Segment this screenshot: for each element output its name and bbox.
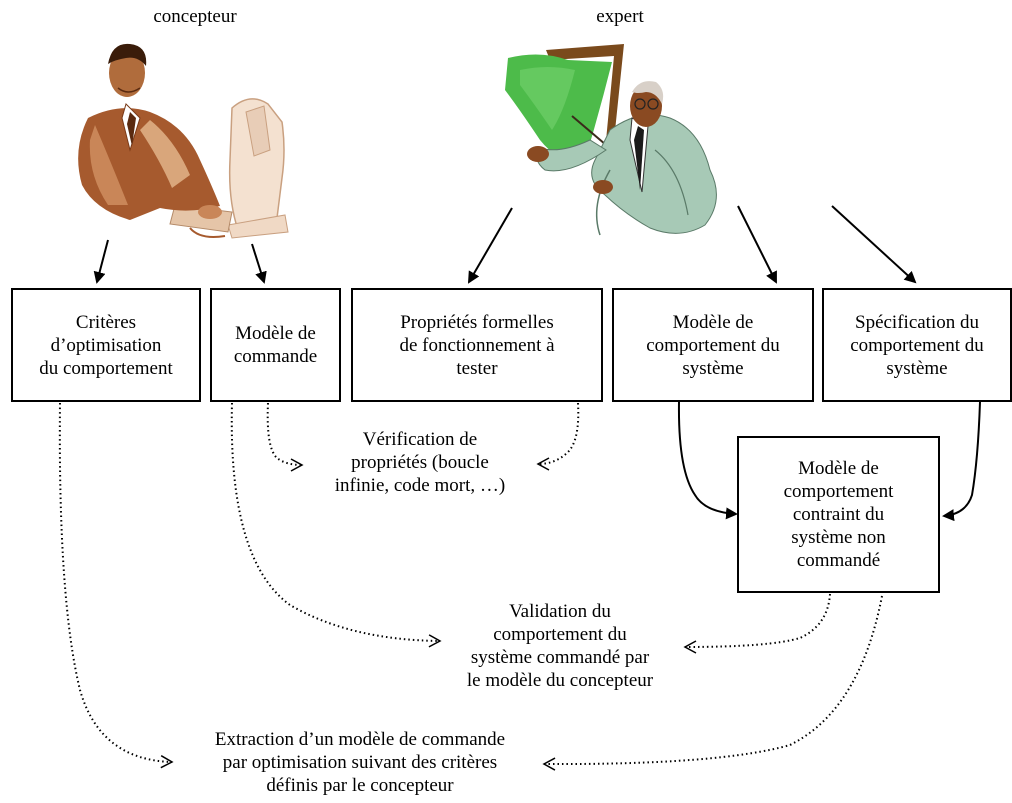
arrow-expert-to-system-model (737, 205, 777, 284)
person-at-computer-icon (78, 43, 289, 239)
arrow-system-model-to-constrained (677, 401, 738, 520)
presenter-with-board-icon (505, 44, 717, 236)
constrained-model-label: Modèle de comportement contraint du syst… (783, 458, 894, 571)
specification-label: Spécification du comportement du système (850, 311, 984, 379)
arrow-expert-to-specification (831, 205, 917, 284)
system-model-box: Modèle de comportement du système (612, 288, 814, 402)
dotted-criteria-to-extraction (58, 402, 174, 769)
dotted-properties-to-verification (536, 402, 580, 471)
formal-properties-label: Propriétés formelles de fonctionnement à… (399, 311, 555, 379)
criteria-box: Critères d’optimisation du comportement (11, 288, 201, 402)
validation-note: Validation du comportement du système co… (466, 601, 654, 691)
arrow-specification-to-constrained (942, 401, 981, 522)
constrained-model-box: Modèle de comportement contraint du syst… (737, 436, 940, 593)
dotted-control-to-verification (266, 402, 304, 472)
verification-note: Vérification de propriétés (boucle infin… (334, 429, 506, 496)
arrow-designer-to-control-model (251, 243, 267, 284)
designer-role-label: concepteur (153, 6, 237, 27)
formal-properties-box: Propriétés formelles de fonctionnement à… (351, 288, 603, 402)
specification-box: Spécification du comportement du système (822, 288, 1012, 402)
control-model-box: Modèle de commande (210, 288, 341, 402)
dotted-constrained-to-validation (683, 593, 831, 654)
arrow-expert-to-formal-properties (467, 207, 513, 284)
control-model-label: Modèle de commande (233, 323, 318, 367)
expert-role-label: expert (596, 6, 644, 27)
extraction-note: Extraction d’un modèle de commande par o… (214, 729, 506, 796)
system-model-label: Modèle de comportement du système (646, 311, 780, 379)
dotted-control-to-validation (230, 402, 442, 648)
criteria-label: Critères d’optimisation du comportement (39, 311, 173, 379)
arrow-designer-to-criteria (93, 239, 109, 284)
